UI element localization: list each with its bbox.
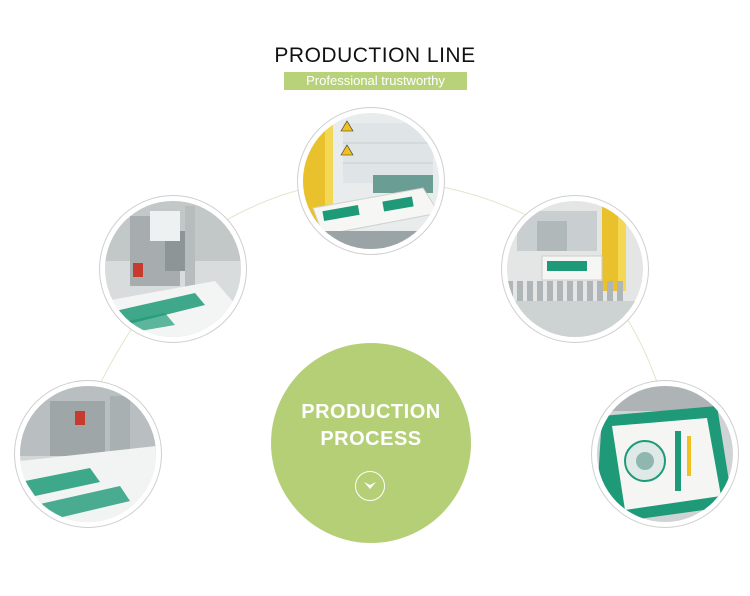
photo-bag-on-roller-conveyor [501, 195, 649, 343]
page-title: PRODUCTION LINE [274, 44, 476, 67]
center-title-line1: PRODUCTION [301, 401, 441, 423]
center-title-line2: PROCESS [320, 428, 422, 450]
production-process-circle: PRODUCTION PROCESS [271, 343, 471, 543]
photo-stacked-finished-bag [591, 380, 739, 528]
photo-top-conveyor-bag [297, 107, 445, 255]
photo-bag-filling-machine [99, 195, 247, 343]
chevron-down-icon [364, 482, 376, 489]
photo-bag-sealing-station [14, 380, 162, 528]
page-subtitle: Professional trustworthy [284, 72, 467, 90]
expand-button[interactable] [355, 471, 385, 501]
